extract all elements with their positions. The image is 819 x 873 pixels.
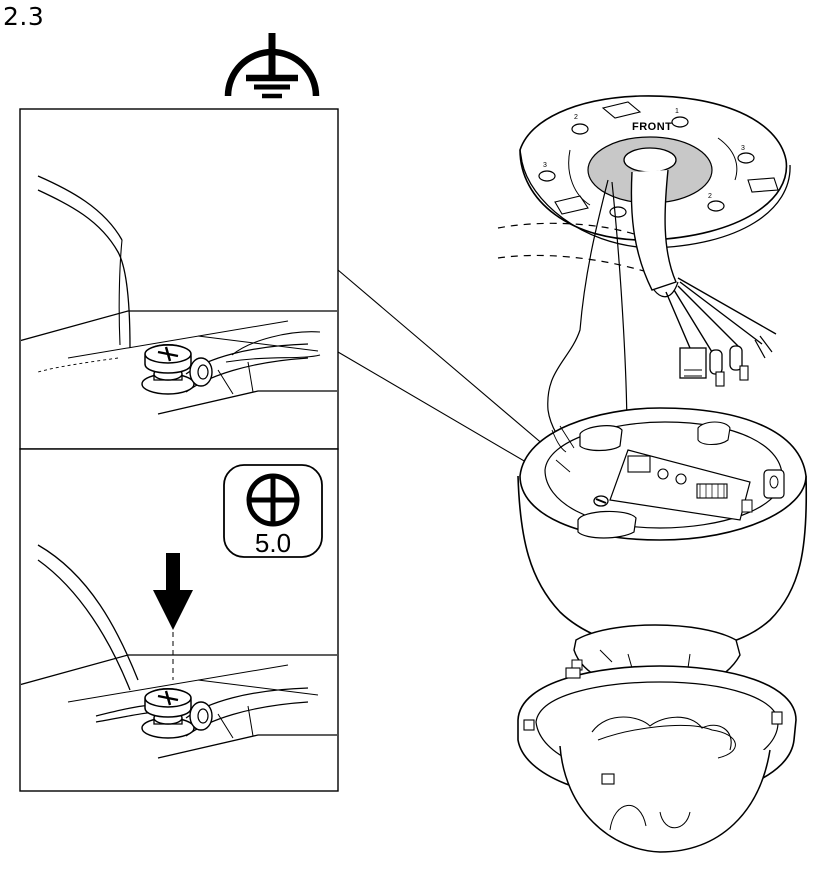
detail-panel-top	[19, 108, 339, 450]
front-label: FRONT	[632, 121, 672, 133]
screwdriver-badge: 5.0	[223, 464, 323, 558]
cable-bundle	[630, 169, 777, 387]
protective-earth-ground-icon	[224, 33, 320, 99]
ceiling-lines	[497, 222, 661, 277]
camera-body	[517, 407, 808, 652]
hole-marker-2: 2	[574, 114, 578, 121]
step-number: 2.3	[3, 2, 45, 31]
hole-marker-1: 1	[675, 108, 679, 115]
phillips-screwdriver-icon	[246, 473, 300, 527]
tighten-arrow-icon	[153, 553, 193, 680]
hole-marker-3: 3	[543, 162, 547, 169]
screwdriver-size-label: 5.0	[255, 528, 291, 558]
hole-marker-4: 2	[708, 193, 712, 200]
mounting-base-plate: FRONT 1 2 3 2 3	[519, 95, 791, 249]
hole-marker-5: 3	[741, 145, 745, 152]
dome-cover	[517, 665, 797, 853]
